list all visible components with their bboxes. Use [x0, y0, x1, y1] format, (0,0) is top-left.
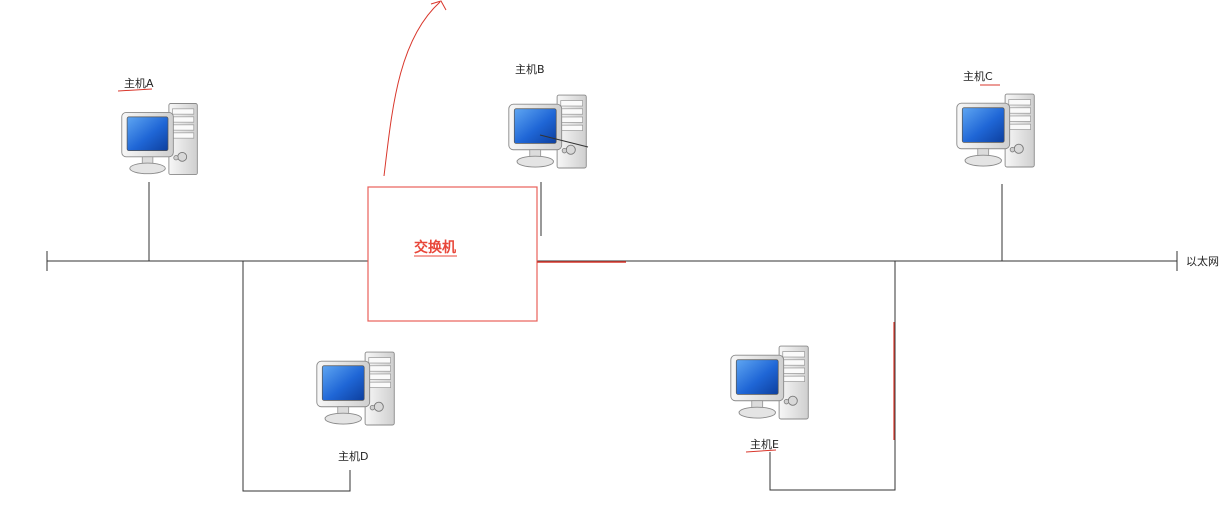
computer-icon: [508, 94, 587, 169]
host-b: 主机B: [508, 62, 589, 169]
annotation-arrow-curve: [383, 1, 441, 177]
host-a: 主机A: [121, 76, 198, 176]
host-b-screen-mark: [539, 134, 589, 148]
computer-icon: [730, 345, 809, 420]
ethernet-bus: [46, 251, 1178, 271]
switch-label: 交换机: [414, 239, 456, 256]
annotation-underline-e: [745, 449, 777, 453]
switch: 交换机: [367, 186, 538, 322]
host-e: 主机E: [730, 345, 809, 451]
annotations: [117, 0, 1000, 453]
ethernet-label: 以太网: [1186, 255, 1219, 268]
host-c: 主机C: [956, 69, 1035, 168]
host-d: 主机D: [316, 351, 395, 463]
link-host-e: [769, 261, 896, 491]
computer-icon: [956, 93, 1035, 168]
host-c-label: 主机C: [963, 69, 993, 83]
switch-box: [367, 186, 538, 322]
computer-icon: [316, 351, 395, 426]
host-b-label: 主机B: [515, 62, 545, 76]
annotation-underline-a: [117, 88, 153, 92]
link-host-d: [242, 261, 351, 492]
host-d-label: 主机D: [338, 449, 368, 463]
host-a-label: 主机A: [124, 76, 154, 90]
computer-icon: [121, 103, 198, 176]
host-e-label: 主机E: [750, 437, 779, 451]
connections: [148, 182, 1003, 492]
annotation-arrow-head: [430, 0, 447, 11]
